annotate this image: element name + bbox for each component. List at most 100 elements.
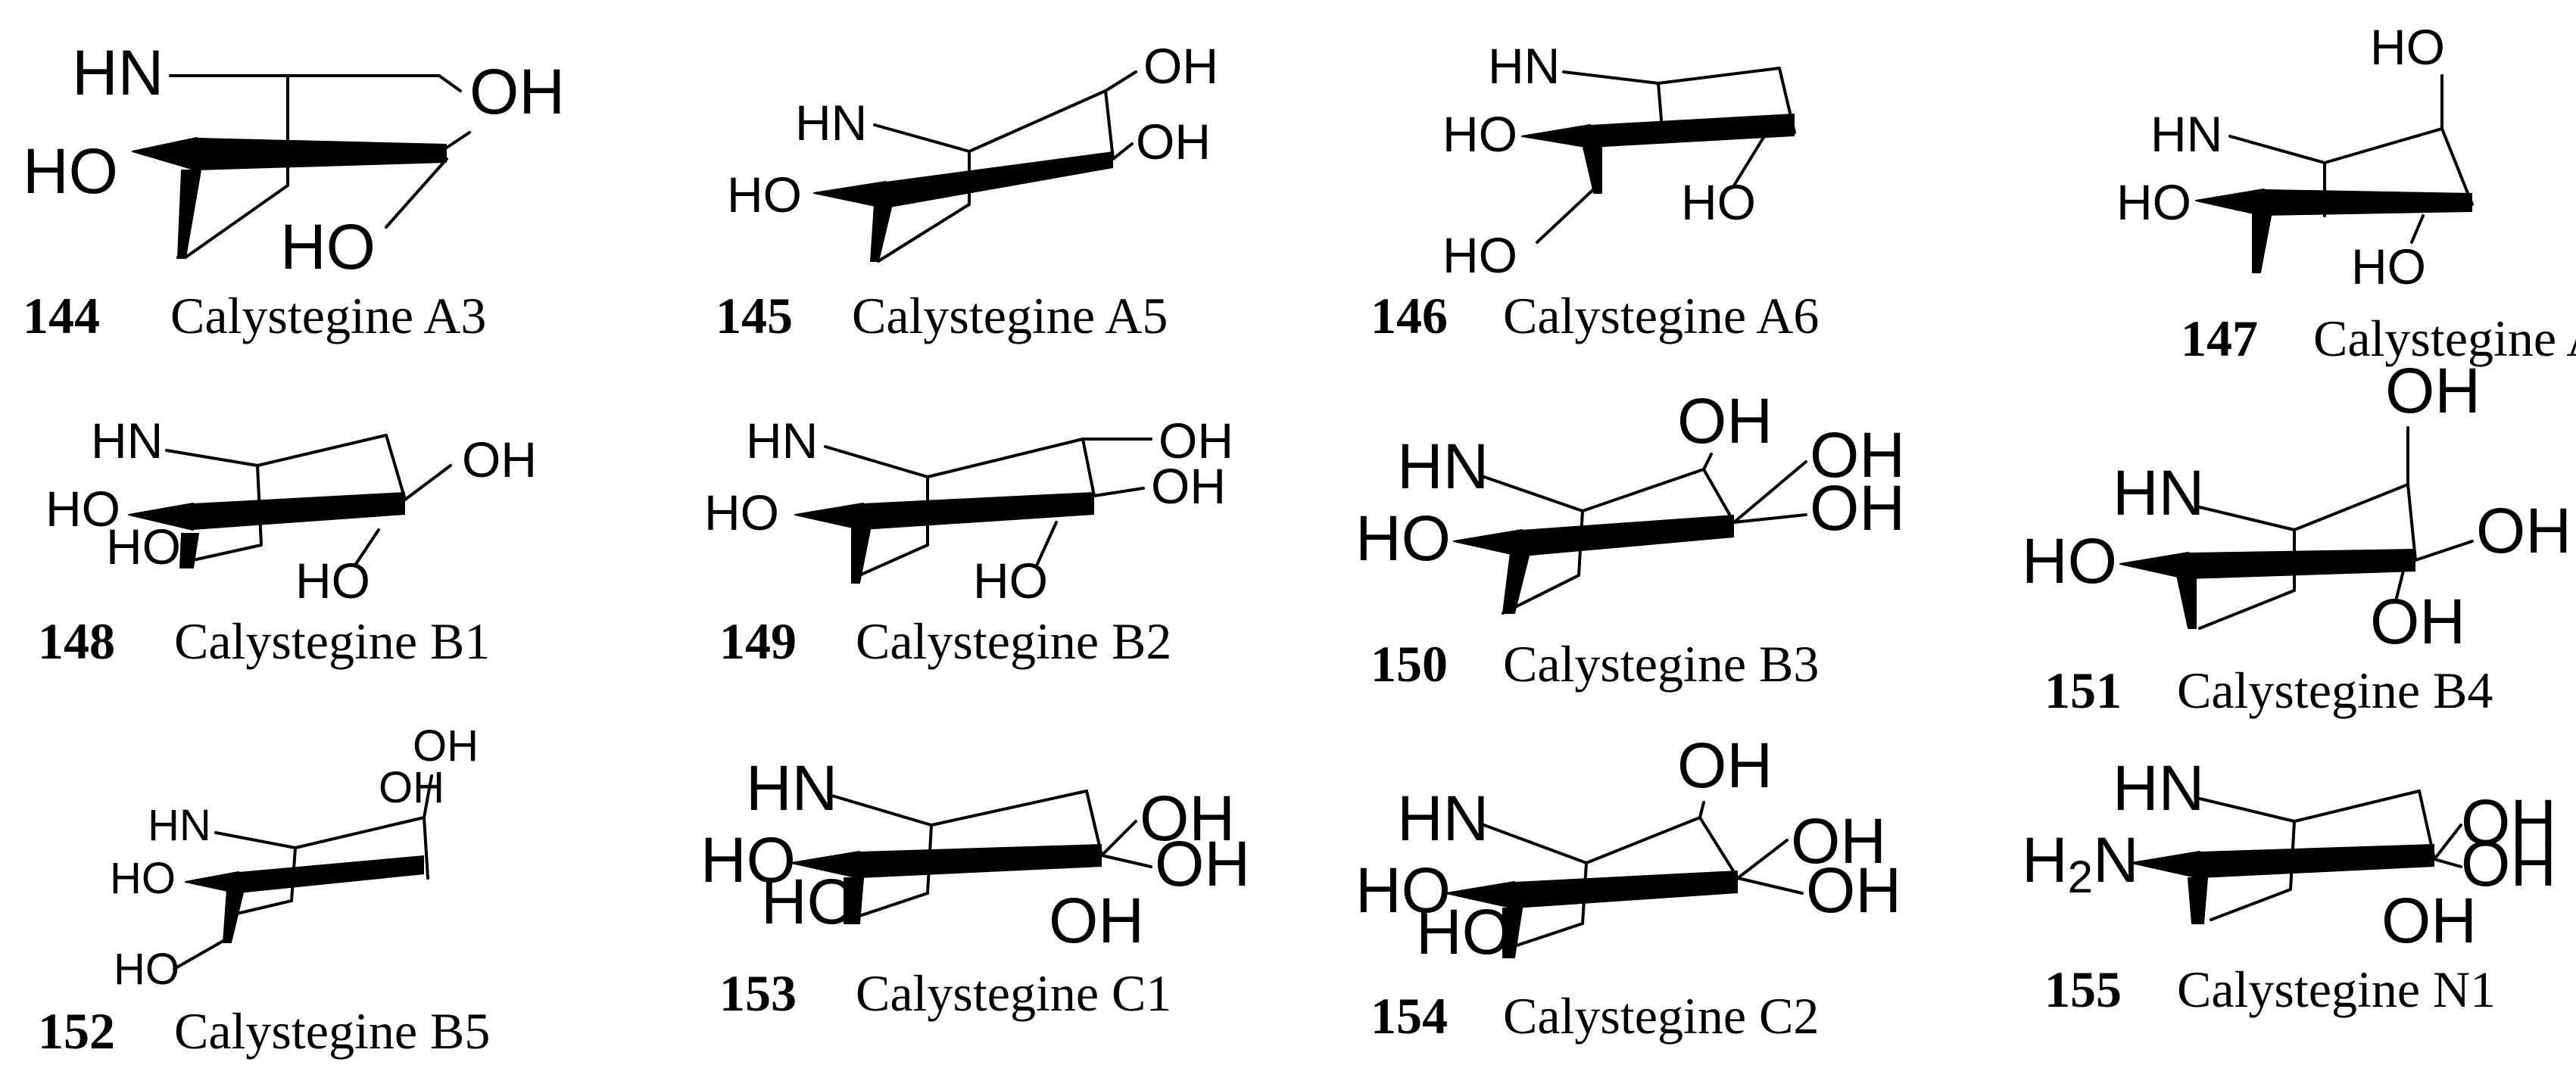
- bond-skeleton: [132, 74, 471, 259]
- atom-oh: OH: [1151, 458, 1226, 514]
- atom-oh: OH: [1810, 419, 1905, 491]
- atom-oh: OH: [462, 431, 537, 487]
- atom-oh: OH: [1155, 828, 1250, 899]
- atom-hn: HN: [72, 37, 164, 108]
- atom-oh: OH: [413, 721, 479, 771]
- structure-144: HN HO OH HO 144 Calystegine A3: [23, 37, 565, 344]
- compound-name: Calystegine N1: [2177, 961, 2496, 1018]
- compound-number: 144: [23, 287, 100, 344]
- atom-hn: HN: [2113, 457, 2204, 528]
- atom-hn: HN: [1397, 431, 1489, 502]
- atom-oh: OH: [1791, 805, 1886, 877]
- atom-ho: HO: [280, 211, 376, 282]
- atom-hn: HN: [91, 413, 163, 469]
- atom-hn: HN: [148, 801, 211, 850]
- atom-ho: HO: [1442, 227, 1517, 283]
- bond-skeleton: [791, 790, 1152, 924]
- structure-149: HN HO OH OH HO 149 Calystegine B2: [704, 413, 1233, 670]
- atom-ho: HO: [1681, 174, 1756, 230]
- atom-oh: OH: [469, 56, 565, 127]
- compound-number: 147: [2181, 310, 2258, 367]
- atom-ho: HO: [110, 854, 176, 903]
- atom-ho: HO: [23, 135, 118, 207]
- atom-ho: HO: [2116, 174, 2191, 230]
- atom-ho: HO: [45, 481, 120, 537]
- atom-oh: OH: [1806, 855, 1901, 926]
- atom-hn: HN: [1397, 783, 1489, 854]
- compound-name: Calystegine C1: [856, 964, 1171, 1022]
- structure-153: HN HO HO OH OH OH 153 Calystegine C1: [700, 752, 1250, 1022]
- atom-h2n: H2N: [2022, 824, 2139, 902]
- atom-oh: OH: [1140, 783, 1235, 854]
- atom-oh: OH: [379, 763, 444, 812]
- compound-number: 149: [719, 612, 797, 670]
- structure-145: HN HO OH OH 145 Calystegine A5: [716, 38, 1218, 344]
- structure-146: HN HO HO HO 146 Calystegine A6: [1371, 38, 1819, 344]
- bond-skeleton: [1453, 453, 1807, 615]
- atom-ho: HO: [704, 484, 779, 540]
- atom-oh: OH: [1677, 385, 1773, 456]
- atom-ho: HO: [1355, 503, 1451, 574]
- structure-154: OH HN OH HO OH HO 154 Calystegine C2: [1355, 730, 1901, 1045]
- compound-name: Calystegine B5: [174, 1002, 490, 1060]
- atom-oh: OH: [2476, 495, 2571, 566]
- compound-name: Calystegine A6: [1503, 287, 1819, 344]
- atom-oh: OH: [2461, 786, 2556, 858]
- compound-number: 145: [716, 287, 793, 344]
- atom-ho: HO: [106, 519, 181, 575]
- atom-hn: HN: [2150, 106, 2222, 162]
- atom-ho: HO: [1416, 896, 1511, 967]
- atom-oh: OH: [1159, 413, 1233, 469]
- atom-oh: OH: [1136, 114, 1211, 170]
- bond-skeleton: [128, 434, 452, 568]
- atom-oh: OH: [2381, 885, 2477, 956]
- compound-name: Calystegine B2: [856, 612, 1171, 670]
- atom-ho: HO: [973, 553, 1048, 609]
- compound-name: Calystegine B3: [1503, 635, 1819, 693]
- compound-number: 146: [1371, 287, 1448, 344]
- bond-skeleton: [1445, 801, 1804, 958]
- compound-name: Calystegine B1: [174, 612, 490, 670]
- atom-ho: HO: [1355, 855, 1451, 926]
- compound-name: Calystegine C2: [1503, 987, 1819, 1045]
- bond-skeleton: [2195, 74, 2474, 273]
- atom-oh: OH: [1143, 38, 1218, 94]
- atom-ho: HO: [1442, 106, 1517, 162]
- bond-skeleton: [173, 774, 433, 970]
- compound-number: 155: [2044, 961, 2122, 1018]
- atom-oh: OH: [2370, 586, 2465, 657]
- atom-ho: HO: [114, 945, 179, 994]
- compound-name: Calystegine A5: [852, 287, 1168, 344]
- atom-oh: OH: [2385, 355, 2481, 426]
- bond-skeleton: [1521, 67, 1796, 244]
- structure-148: HN HO HO OH HO 148 Calystegine B1: [38, 413, 537, 670]
- atom-ho: HO: [2351, 238, 2426, 294]
- atom-ho: HO: [700, 824, 796, 895]
- compound-name: Calystegine A3: [170, 287, 486, 344]
- bond-skeleton: [2119, 426, 2474, 630]
- atom-hn: HN: [746, 752, 837, 824]
- bond-skeleton: [813, 70, 1137, 263]
- atom-hn: HN: [795, 95, 867, 151]
- atom-hn: HN: [746, 413, 818, 469]
- compound-number: 150: [1371, 635, 1448, 693]
- compound-number: 154: [1371, 987, 1448, 1045]
- compound-number: 153: [719, 964, 797, 1022]
- atom-ho: HO: [2370, 19, 2445, 75]
- bond-skeleton: [794, 438, 1152, 584]
- compound-name: Calystegine B4: [2177, 662, 2493, 719]
- atom-ho: HO: [2022, 525, 2117, 596]
- compound-number: 152: [38, 1002, 115, 1060]
- atom-oh: OH: [1810, 472, 1905, 544]
- compound-name: Calystegine A7: [2313, 310, 2576, 367]
- atom-hn: HN: [1488, 38, 1560, 94]
- compound-number: 148: [38, 612, 115, 670]
- compound-number: 151: [2044, 662, 2122, 719]
- structure-155: HN H2N OH OH OH 155 Calystegine N1: [2022, 752, 2556, 1018]
- structure-147: HO HN HO HO 147 Calystegine A7: [2116, 19, 2576, 367]
- structure-152: OH OH HN HO HO 152 Calystegine B5: [38, 721, 490, 1060]
- atom-oh: OH: [2461, 828, 2556, 899]
- structure-150: HN HO OH OH OH 150 Calystegine B3: [1355, 385, 1905, 693]
- atom-ho: HO: [761, 866, 856, 937]
